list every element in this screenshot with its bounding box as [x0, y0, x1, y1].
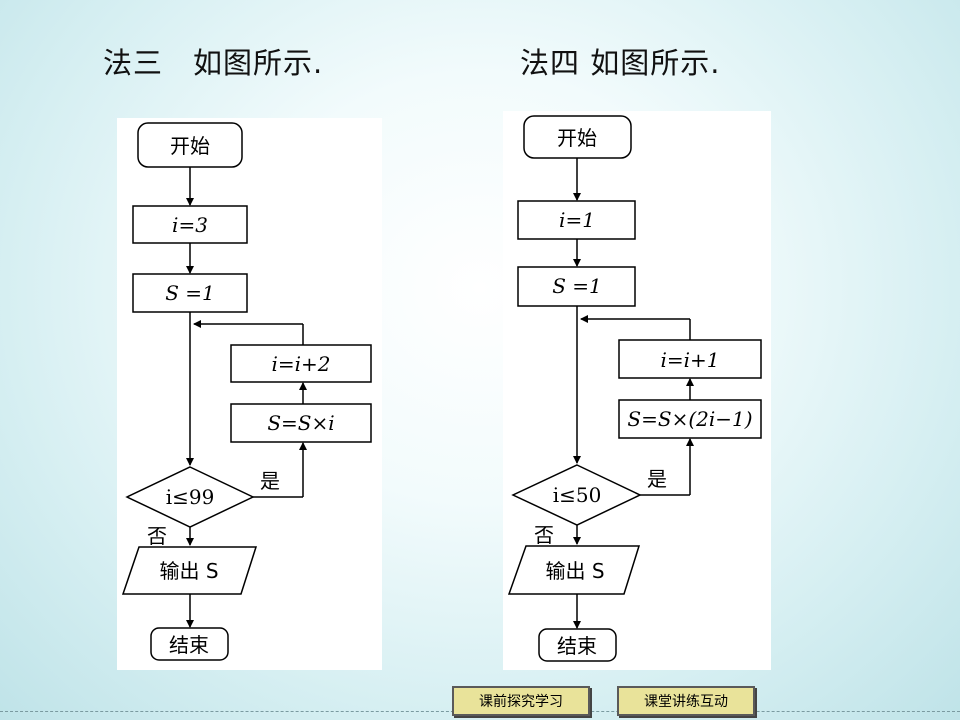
classroom-practice-button[interactable]: 课堂讲练互动: [617, 686, 755, 716]
heading-method-three: 法三 如图所示.: [103, 46, 324, 80]
end-label: 结束: [557, 634, 597, 658]
multiply-box: [230, 403, 372, 443]
multiply-label: S=S×(2i−1): [627, 407, 752, 431]
yes-label: 是: [260, 469, 280, 493]
output-parallelogram: [121, 546, 258, 595]
condition-label: i≤50: [553, 483, 602, 507]
init-s-label: S =1: [552, 274, 602, 298]
heading-method-four: 法四 如图所示.: [520, 46, 721, 80]
init-s-label: S =1: [165, 281, 215, 305]
end-node: [538, 628, 617, 662]
flowchart-right: 开始 i=1 S =1 i=i+1 S=S×(2i−1) i≤50 是 否 输出…: [503, 111, 771, 670]
end-node: [150, 627, 229, 661]
no-label: 否: [534, 523, 554, 547]
start-label: 开始: [557, 126, 597, 150]
no-label: 否: [147, 524, 167, 548]
increment-box: [230, 344, 372, 383]
output-parallelogram: [507, 545, 641, 595]
increment-label: i=i+2: [271, 352, 330, 376]
increment-label: i=i+1: [660, 348, 719, 372]
multiply-label: S=S×i: [267, 411, 334, 435]
flowchart-left: 开始 i=3 S =1 i=i+2 S=S×i i≤99 是 否 输出 S 结束: [117, 118, 382, 670]
output-label: 输出 S: [159, 559, 218, 583]
output-label: 输出 S: [545, 559, 604, 583]
end-label: 结束: [169, 633, 209, 657]
yes-label: 是: [647, 467, 667, 491]
init-i-label: i=1: [559, 208, 595, 232]
init-i-label: i=3: [172, 213, 208, 237]
start-label: 开始: [170, 134, 210, 158]
condition-label: i≤99: [166, 485, 215, 509]
pre-class-study-button[interactable]: 课前探究学习: [452, 686, 590, 716]
